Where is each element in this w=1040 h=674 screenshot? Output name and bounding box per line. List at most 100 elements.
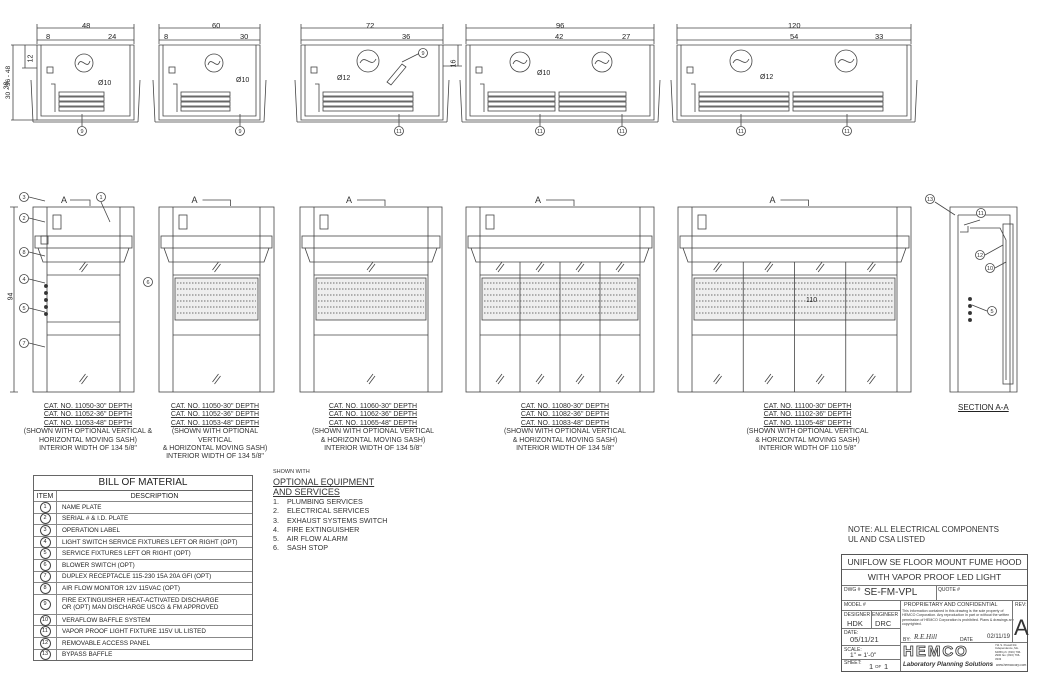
callout-number: 11 [619, 129, 625, 135]
options-title-2: AND SERVICES [273, 487, 340, 498]
light-housing [697, 214, 707, 230]
callout-number: 5 [990, 309, 993, 315]
light-fixture [698, 96, 790, 102]
extension-line [158, 24, 261, 44]
conduit [315, 83, 320, 112]
leader-line [28, 251, 46, 257]
plan4-fan-dia: Ø10 [537, 70, 551, 77]
glass-reflection [713, 261, 722, 273]
hood-outline [32, 206, 135, 393]
bom-desc-cell: REMOVABLE ACCESS PANEL [62, 639, 150, 647]
caption-line: CAT. NO. 11062-36" DEPTH [328, 411, 418, 419]
light-fixture [698, 106, 790, 112]
item-number-circle: 2 [39, 513, 51, 525]
caption-note: INTERIOR WIDTH OF 134 5/8" [324, 445, 422, 453]
fire-extinguisher [386, 63, 407, 86]
glass-reflection [366, 261, 376, 273]
bom-desc-cell: SERIAL # & I.D. PLATE [62, 515, 129, 523]
by-signature: R.E.Hill [914, 633, 937, 641]
callout-circle [77, 126, 87, 136]
divider [871, 610, 872, 628]
light-fixture [698, 101, 790, 107]
header-panel [34, 235, 133, 249]
caption-line: CAT. NO. 11052-36" DEPTH [43, 411, 133, 419]
callout-number: 11 [537, 129, 543, 135]
light-fixture [322, 106, 414, 112]
service-fixture [44, 311, 49, 316]
glass-reflection [867, 373, 876, 385]
plan-outline [158, 44, 261, 121]
plan2-right-dim: 30 [240, 32, 249, 41]
proprietary-title: PROPRIETARY AND CONFIDENTIAL [904, 602, 998, 608]
exhaust-collar [204, 53, 224, 73]
bom-item-cell: 8 [34, 582, 57, 594]
glass-reflection [815, 373, 825, 385]
item-number-circle: 3 [39, 524, 51, 536]
leader-line [984, 244, 1004, 256]
plan-outline [36, 44, 135, 121]
plan-inner [304, 45, 440, 117]
plan-view: 9 [30, 24, 141, 136]
caption-line: CAT. NO. 11053-48" DEPTH [170, 419, 260, 427]
bom-item-cell: 1 [34, 501, 57, 513]
plan1-depth-range: 30 - 36 - 48 [5, 65, 13, 100]
light-fixture [58, 96, 105, 102]
callout-number: 13 [927, 197, 933, 203]
bom-row: 2 SERIAL # & I.D. PLATE [34, 513, 252, 526]
callout-number: 11 [738, 129, 744, 135]
leader-line [28, 342, 46, 348]
callout-number: 9 [421, 51, 424, 57]
optional-equipment-list: SHOWN WITH OPTIONAL EQUIPMENT AND SERVIC… [273, 468, 388, 552]
bom-desc-cell: FIRE EXTINGUISHER HEAT-ACTIVATED DISCHAR… [57, 595, 252, 614]
callout-circle [19, 213, 29, 223]
callout-number: 2 [22, 216, 25, 222]
callout-circle [617, 126, 627, 136]
plan-view: 911 [294, 24, 462, 136]
bom-item-cell: 12 [34, 637, 57, 649]
section-marker: A [61, 195, 67, 205]
caption-note: HORIZONTAL MOVING SASH) [38, 436, 137, 444]
model-label: MODEL # [844, 602, 866, 608]
rear-panel [1002, 223, 1014, 385]
caption-5: CAT. NO. 11100-30" DEPTH CAT. NO. 11102-… [745, 403, 870, 453]
engineer-value: DRC [875, 619, 892, 628]
bom-item-cell: 2 [34, 513, 57, 525]
light-fixture [487, 96, 556, 102]
fan-symbol [732, 58, 750, 64]
fan-symbol [77, 60, 91, 66]
caption-note: (SHOWN WITH OPTIONAL VERTICAL & [23, 428, 153, 436]
bom-row: 12 REMOVABLE ACCESS PANEL [34, 637, 252, 650]
leader-line [100, 201, 111, 223]
plan-outline [465, 44, 655, 121]
caption-note: & HORIZONTAL MOVING SASH) [162, 445, 268, 453]
light-fixture [792, 101, 884, 107]
callout-number: 8 [22, 250, 25, 256]
divider [842, 585, 1027, 586]
section-line [780, 199, 809, 206]
callout-number: 9 [238, 129, 241, 135]
conduit [691, 83, 696, 112]
bom-item-cell: 5 [34, 548, 57, 560]
elevation-view: A [158, 195, 275, 393]
date2-value: 02/11/19 [987, 634, 1010, 640]
section-outline [949, 206, 1018, 393]
glass-reflection [575, 373, 585, 385]
date-label: DATE: [844, 630, 859, 636]
company-tagline: Laboratory Planning Solutions [903, 661, 994, 668]
light-fixture [180, 96, 231, 102]
section-line [202, 199, 231, 206]
light-fixture [792, 91, 884, 97]
conduit [173, 83, 178, 112]
fixture-profile [963, 219, 981, 226]
bom-item-cell: 6 [34, 559, 57, 571]
caption-line: CAT. NO. 11050-30" DEPTH [170, 403, 260, 410]
callout-circle [418, 48, 428, 58]
bom-col-item: ITEM [34, 491, 57, 501]
light-housing [52, 214, 62, 230]
options-title-1: OPTIONAL EQUIPMENT [273, 477, 375, 488]
plan-view: 9 [152, 24, 267, 136]
exhaust-collar [74, 53, 94, 73]
